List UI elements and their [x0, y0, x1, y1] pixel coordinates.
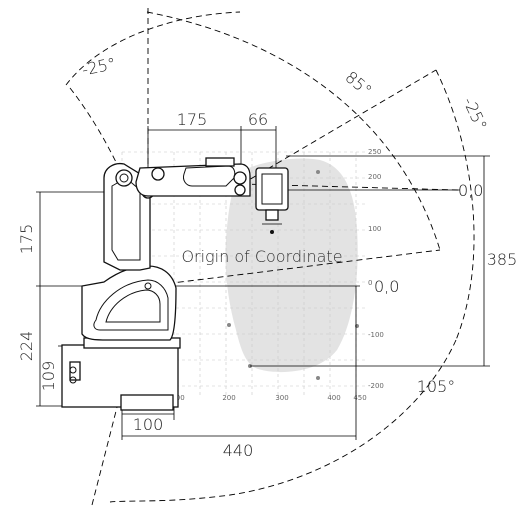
dim-vertical-base: 224 [17, 331, 36, 362]
robot-forearm [135, 157, 251, 197]
dim-base-height: 109 [39, 361, 58, 392]
coord-right-zero: 0,0 [458, 181, 483, 200]
dim-vertical-upper: 175 [17, 224, 36, 255]
dim-vertical-range: 385 [487, 250, 518, 269]
dim-total-reach: 440 [223, 441, 254, 460]
y-tick: 100 [368, 225, 381, 233]
x-tick: 450 [353, 394, 366, 402]
robot-shoulder-housing [81, 265, 177, 341]
robot-base [61, 337, 181, 411]
x-tick: 400 [327, 394, 340, 402]
y-tick: 250 [368, 148, 381, 156]
dim-base-width: 100 [133, 415, 164, 434]
y-tick: -100 [368, 331, 384, 339]
dim-offset-end: 66 [248, 110, 268, 129]
origin-annotation: Origin of Coordinate [181, 247, 342, 266]
angle-bottom: 105° [417, 377, 456, 396]
angle-base-left: -25° [80, 54, 117, 80]
angle-right: -25° [459, 94, 491, 133]
y-tick: 0 [368, 279, 372, 287]
x-tick: 200 [222, 394, 235, 402]
coord-mid-zero: 0,0 [374, 277, 399, 296]
y-tick: -200 [368, 382, 384, 390]
workspace-area [225, 158, 358, 373]
dim-arm-upper: 175 [177, 110, 208, 129]
angle-sweep: 85° [342, 67, 376, 100]
y-tick: 200 [368, 173, 381, 181]
x-tick: 300 [275, 394, 288, 402]
robot-end-effector [255, 167, 289, 234]
